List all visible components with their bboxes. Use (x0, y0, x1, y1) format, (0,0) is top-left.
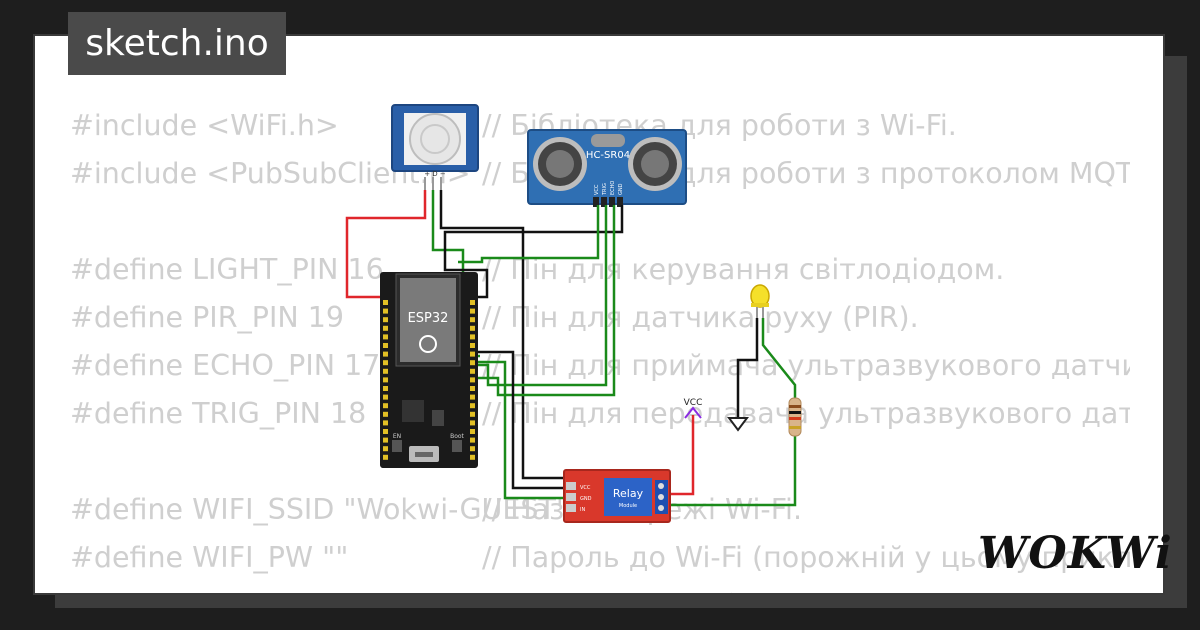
esp-header-pin[interactable] (383, 411, 388, 417)
code-comment: // Пін для приймача ультразвукового датч… (482, 349, 1130, 382)
led[interactable] (750, 284, 770, 318)
vcc-label: VCC (684, 398, 703, 408)
relay-module[interactable]: Relay Module VCC GND IN (563, 469, 671, 523)
esp-header-pin[interactable] (383, 403, 388, 409)
esp-header-pin[interactable] (470, 317, 475, 323)
esp-header-pin[interactable] (470, 403, 475, 409)
code-comment: // Пін для передавача ультразвукового да… (482, 397, 1130, 430)
esp32-board[interactable]: ESP32 EN Boot (380, 272, 478, 468)
code-text: #define LIGHT_PIN 16 (70, 253, 384, 286)
relay-label: Relay (613, 487, 644, 500)
esp-header-pin[interactable] (470, 429, 475, 434)
us-pin-gnd: GND (618, 183, 624, 195)
esp-header-pin[interactable] (383, 351, 388, 357)
esp-header-pin[interactable] (383, 334, 388, 340)
esp-header-pin[interactable] (470, 411, 475, 417)
us-pin-vcc: VCC (594, 184, 600, 195)
code-line: #define MQTT_BROKER "broker.hivemq.com"/… (70, 582, 1130, 593)
esp-header-pin[interactable] (470, 386, 475, 391)
esp-header-pin[interactable] (470, 308, 475, 314)
code-line: #define WIFI_PW "" // Пароль до Wi-Fi (по… (70, 534, 1130, 582)
esp-header-pin[interactable] (470, 437, 475, 443)
esp-header-pin[interactable] (383, 325, 388, 331)
us-pin-trig: TRIG (602, 183, 608, 196)
wires (345, 190, 797, 507)
code-line: #define TRIG_PIN 18 // Пін для передавача… (70, 390, 1130, 438)
esp-header-pin[interactable] (470, 368, 475, 374)
esp-header-pin[interactable] (383, 368, 388, 374)
code-text: #define WIFI_SSID "Wokwi-GUEST" (70, 493, 570, 526)
esp-header-pin[interactable] (383, 420, 388, 426)
code-text: #define WIFI_PW "" (70, 541, 349, 574)
esp-header-pin[interactable] (383, 446, 388, 452)
esp-header-pin[interactable] (383, 300, 388, 305)
esp-header-pin[interactable] (383, 429, 388, 434)
card-shadow-bottom (55, 595, 1187, 608)
pir-pin-labels: + D − (424, 170, 446, 178)
wokwi-logo: WOKWi (978, 528, 1173, 579)
esp-header-pin[interactable] (470, 446, 475, 452)
esp-header-pin[interactable] (470, 334, 475, 340)
code-text: #include <WiFi.h> (70, 109, 339, 142)
ground-symbol[interactable] (727, 417, 749, 432)
esp-header-pin[interactable] (383, 386, 388, 391)
relay-pin-vcc: VCC (580, 485, 591, 491)
file-title-tab[interactable]: sketch.ino (68, 12, 286, 75)
relay-pin-in: IN (580, 507, 585, 513)
ultrasonic-sensor[interactable]: HC-SR04 VCC TRIG ECHO GND (527, 129, 687, 207)
esp-header-pin[interactable] (383, 360, 388, 366)
code-text: #define TRIG_PIN 18 (70, 397, 367, 430)
esp32-label: ESP32 (408, 311, 449, 326)
esp-header-pin[interactable] (470, 351, 475, 357)
esp-header-pin[interactable] (470, 377, 475, 383)
esp-header-pin[interactable] (470, 343, 475, 348)
esp-header-pin[interactable] (383, 317, 388, 323)
esp-header-pin[interactable] (470, 325, 475, 331)
wokwi-logo-text: WOKWi (978, 528, 1173, 579)
esp-header-pin[interactable] (383, 343, 388, 348)
esp-header-pin[interactable] (383, 394, 388, 400)
vcc-symbol[interactable]: VCC (684, 398, 703, 419)
us-pin-echo: ECHO (610, 181, 616, 195)
relay-sub-label: Module (619, 503, 637, 509)
card-shadow-right (1165, 56, 1187, 608)
ultrasonic-label: HC-SR04 (586, 150, 630, 161)
code-line: #define ECHO_PIN 17 // Пін для приймача у… (70, 342, 1130, 390)
code-text: #include <PubSubClient.h> (70, 157, 471, 190)
file-title: sketch.ino (85, 23, 269, 64)
pir-sensor[interactable]: + D − (391, 104, 479, 190)
esp-header-pin[interactable] (383, 454, 388, 460)
esp-header-pin[interactable] (470, 454, 475, 460)
esp-header-pin[interactable] (470, 420, 475, 426)
esp-header-pin[interactable] (470, 300, 475, 305)
esp-header-pin[interactable] (383, 377, 388, 383)
esp-header-pin[interactable] (383, 308, 388, 314)
resistor[interactable] (788, 397, 802, 437)
esp-header-pin[interactable] (470, 360, 475, 366)
code-text: #define MQTT_BROKER "broker.hivemq.com" (70, 589, 715, 593)
esp-header-pin[interactable] (383, 437, 388, 443)
relay-pin-gnd: GND (580, 496, 592, 502)
code-text: #define ECHO_PIN 17 (70, 349, 381, 382)
code-text: #define PIR_PIN 19 (70, 301, 344, 334)
esp-boot-label: Boot (450, 433, 464, 440)
esp-header-pin[interactable] (470, 394, 475, 400)
code-editor: #include <WiFi.h>// Бібліотека для робот… (70, 102, 1130, 593)
code-line: #include <WiFi.h>// Бібліотека для робот… (70, 102, 1130, 150)
code-comment: // Пароль до Wi-Fi (порожній у цьому при… (482, 541, 1130, 574)
code-comment: // Адреса MQTT брокера. (482, 582, 850, 593)
esp-en-label: EN (393, 433, 401, 440)
